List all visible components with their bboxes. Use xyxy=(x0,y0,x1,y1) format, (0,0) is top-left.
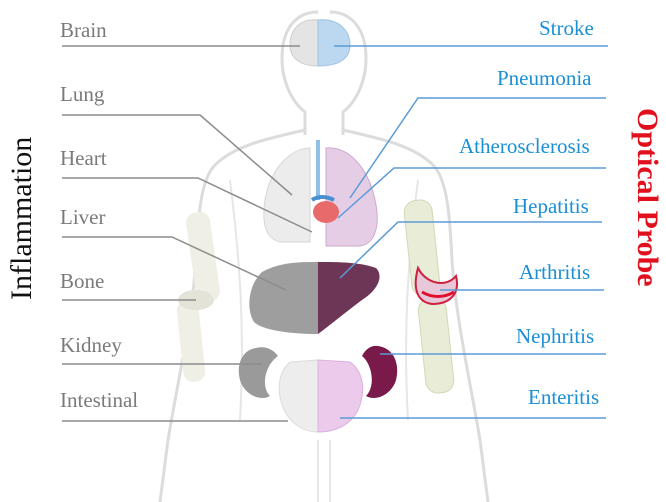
intestine-left xyxy=(278,359,319,433)
lung-left xyxy=(263,147,311,243)
optical-probe-title: Optical Probe xyxy=(631,108,664,287)
leader-heart xyxy=(62,177,313,233)
bone-left-upper xyxy=(186,212,220,302)
leader-lung xyxy=(62,114,293,196)
bone-right-lower xyxy=(417,297,455,394)
intestine-right xyxy=(317,359,364,433)
disease-leader-lines xyxy=(334,45,608,419)
organ-label-bone: Bone xyxy=(60,269,105,293)
bone-left-lower xyxy=(176,300,206,382)
leader-pneumonia xyxy=(349,97,606,199)
disease-label-pneumonia: Pneumonia xyxy=(497,66,592,90)
heart xyxy=(313,201,339,223)
organ-label-heart: Heart xyxy=(60,146,107,170)
leader-liver xyxy=(62,236,287,291)
disease-label-atherosclerosis: Atherosclerosis xyxy=(459,134,590,158)
liver-left-half xyxy=(249,262,318,334)
disease-label-stroke: Stroke xyxy=(539,16,594,40)
organ-label-brain: Brain xyxy=(60,18,107,42)
disease-label-enteritis: Enteritis xyxy=(528,385,600,409)
leader-hepatitis xyxy=(339,221,602,279)
organ-label-intestinal: Intestinal xyxy=(60,388,139,412)
organ-label-lung: Lung xyxy=(60,82,105,106)
liver-right-half xyxy=(318,262,380,334)
organ-label-liver: Liver xyxy=(60,205,106,229)
inflammation-title: Inflammation xyxy=(5,136,38,300)
leader-atherosclerosis xyxy=(337,167,606,219)
organ-label-kidney: Kidney xyxy=(60,333,122,357)
organ-leader-lines xyxy=(62,45,313,422)
brain-right-half xyxy=(317,19,351,67)
disease-label-nephritis: Nephritis xyxy=(516,324,595,348)
kidney-right xyxy=(362,345,398,399)
disease-label-arthritis: Arthritis xyxy=(519,260,591,284)
kidney-left xyxy=(238,347,278,399)
brain-left-half xyxy=(289,19,319,67)
disease-label-hepatitis: Hepatitis xyxy=(513,194,589,218)
